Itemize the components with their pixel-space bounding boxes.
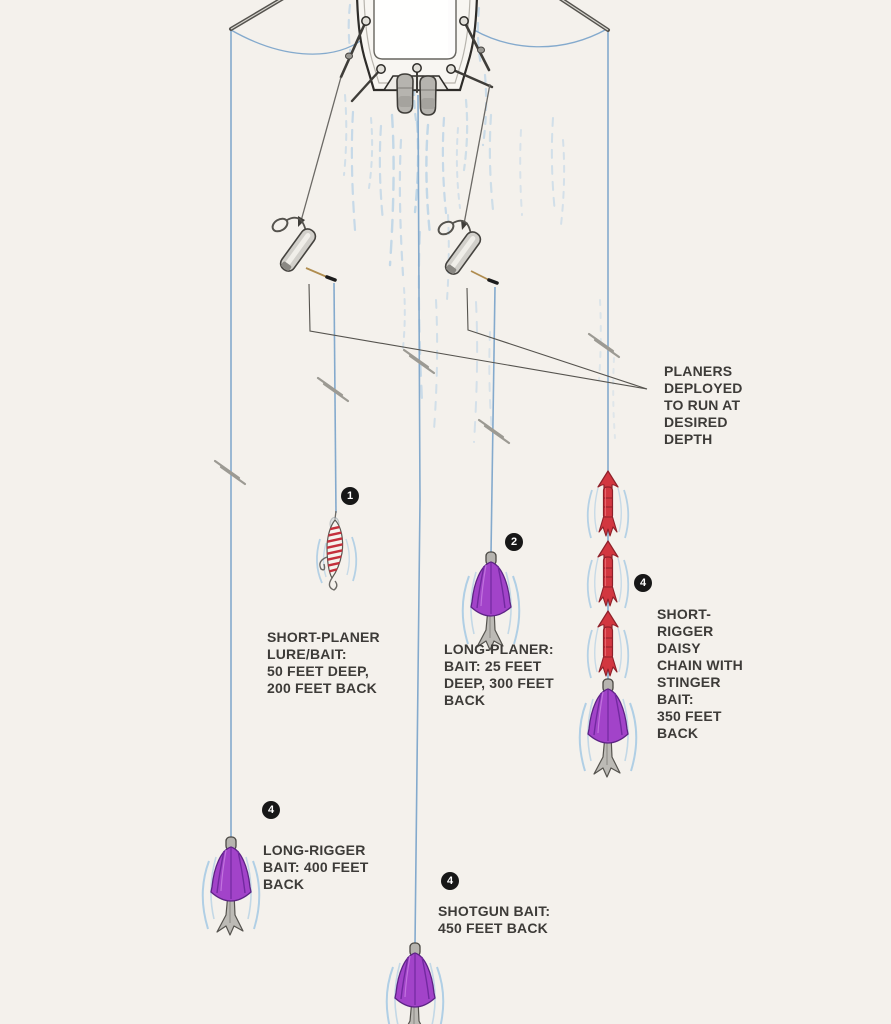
leader-line bbox=[470, 270, 490, 281]
label-short-rigger: SHORT- RIGGER DAISY CHAIN WITH STINGER B… bbox=[657, 606, 743, 741]
long-planer-line bbox=[490, 286, 496, 555]
break-mark-icon bbox=[316, 376, 350, 403]
leader-clip bbox=[487, 278, 499, 285]
daisy-chain-squid-icon bbox=[586, 610, 630, 679]
outboard-engines bbox=[396, 73, 437, 116]
line-break-marks bbox=[213, 332, 621, 486]
short-planer-line bbox=[333, 282, 337, 514]
label-long-rigger: LONG-RIGGER BAIT: 400 FEET BACK bbox=[263, 842, 369, 892]
daisy-chain-squid-icon bbox=[586, 470, 630, 539]
long-rigger-bait-icon bbox=[201, 836, 261, 936]
badge-short-rigger: 4 bbox=[634, 574, 652, 592]
badge-long-planer: 2 bbox=[505, 533, 523, 551]
long-planer-bait-icon bbox=[461, 551, 521, 651]
break-mark-icon bbox=[213, 459, 247, 486]
planer-right-icon bbox=[437, 83, 499, 285]
console bbox=[373, 0, 457, 60]
leader-line bbox=[305, 267, 328, 278]
planer-left-icon bbox=[271, 76, 342, 282]
boat-icon bbox=[229, 0, 610, 116]
rod-holders bbox=[361, 16, 469, 74]
label-short-planer: SHORT-PLANER LURE/BAIT: 50 FEET DEEP, 20… bbox=[267, 629, 380, 696]
break-mark-icon bbox=[477, 418, 511, 445]
diving-plug-lure-icon bbox=[317, 511, 356, 590]
stinger-bait-icon bbox=[578, 678, 638, 778]
label-long-planer: LONG-PLANER: BAIT: 25 FEET DEEP, 300 FEE… bbox=[444, 641, 554, 708]
planers-note-pointer-lines bbox=[308, 283, 648, 390]
left-rigger-sag-line bbox=[230, 29, 363, 55]
shotgun-bait-icon bbox=[385, 942, 445, 1024]
daisy-chain-squid-icon bbox=[586, 540, 630, 609]
label-shotgun: SHOTGUN BAIT: 450 FEET BACK bbox=[438, 903, 551, 936]
fishing-rods bbox=[339, 19, 494, 103]
planers-note: PLANERS DEPLOYED TO RUN AT DESIRED DEPTH bbox=[664, 363, 743, 447]
right-rigger-sag-line bbox=[473, 28, 608, 48]
break-mark-icon bbox=[587, 332, 621, 359]
leader-clip bbox=[325, 275, 337, 282]
badge-short-planer: 1 bbox=[341, 487, 359, 505]
shotgun-line bbox=[414, 94, 421, 946]
badge-long-rigger: 4 bbox=[262, 801, 280, 819]
badge-shotgun: 4 bbox=[441, 872, 459, 890]
